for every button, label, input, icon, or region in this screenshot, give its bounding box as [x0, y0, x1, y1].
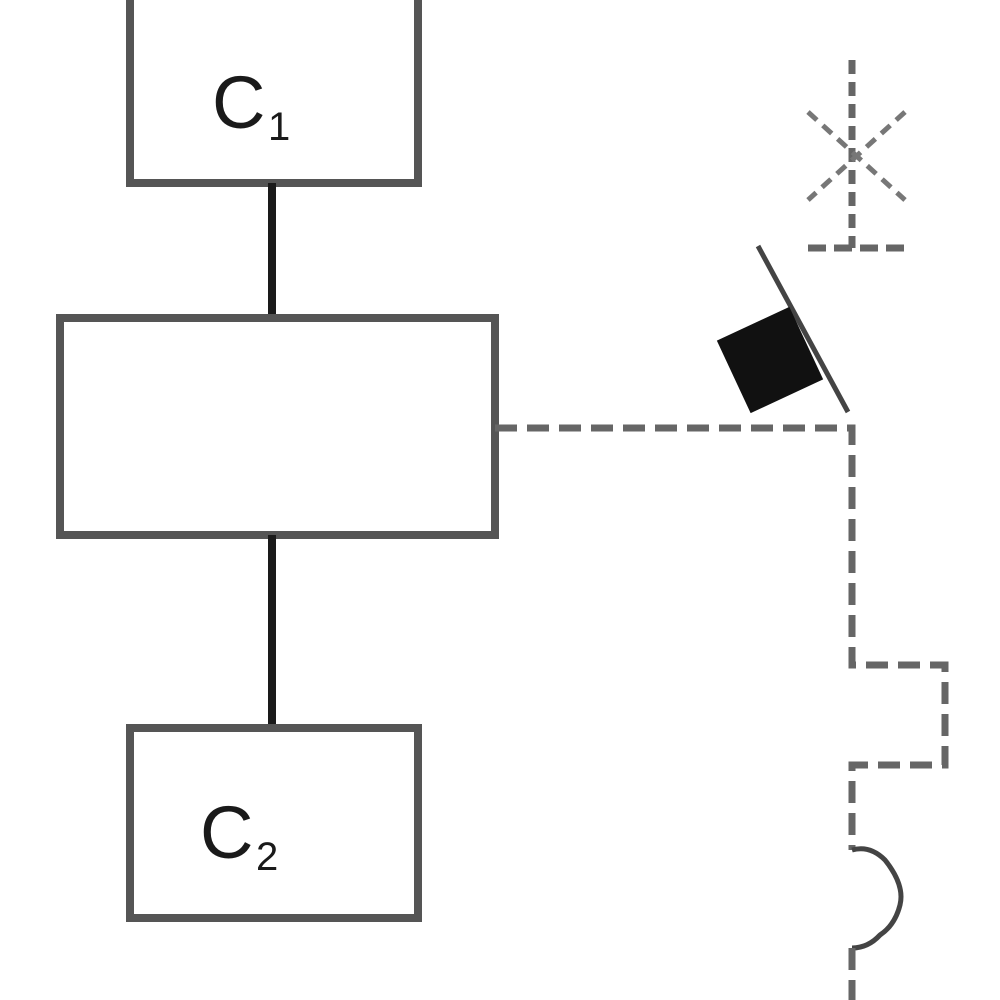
center-box: [56, 314, 499, 539]
top-box-subscript: 1: [268, 105, 290, 149]
bump-curve: [851, 846, 904, 951]
bottom-box-subscript: 2: [256, 835, 278, 879]
diagonal-pointer-line: [755, 244, 851, 414]
top-box-label: C: [212, 61, 265, 144]
bottom-box-c2: C 2: [126, 724, 422, 922]
antenna-star-icon: [806, 60, 907, 252]
bottom-box-label: C: [200, 791, 253, 874]
top-box-c1: C 1: [126, 0, 422, 187]
dashed-signal-line: [495, 424, 949, 850]
filled-square-icon: [716, 306, 824, 414]
